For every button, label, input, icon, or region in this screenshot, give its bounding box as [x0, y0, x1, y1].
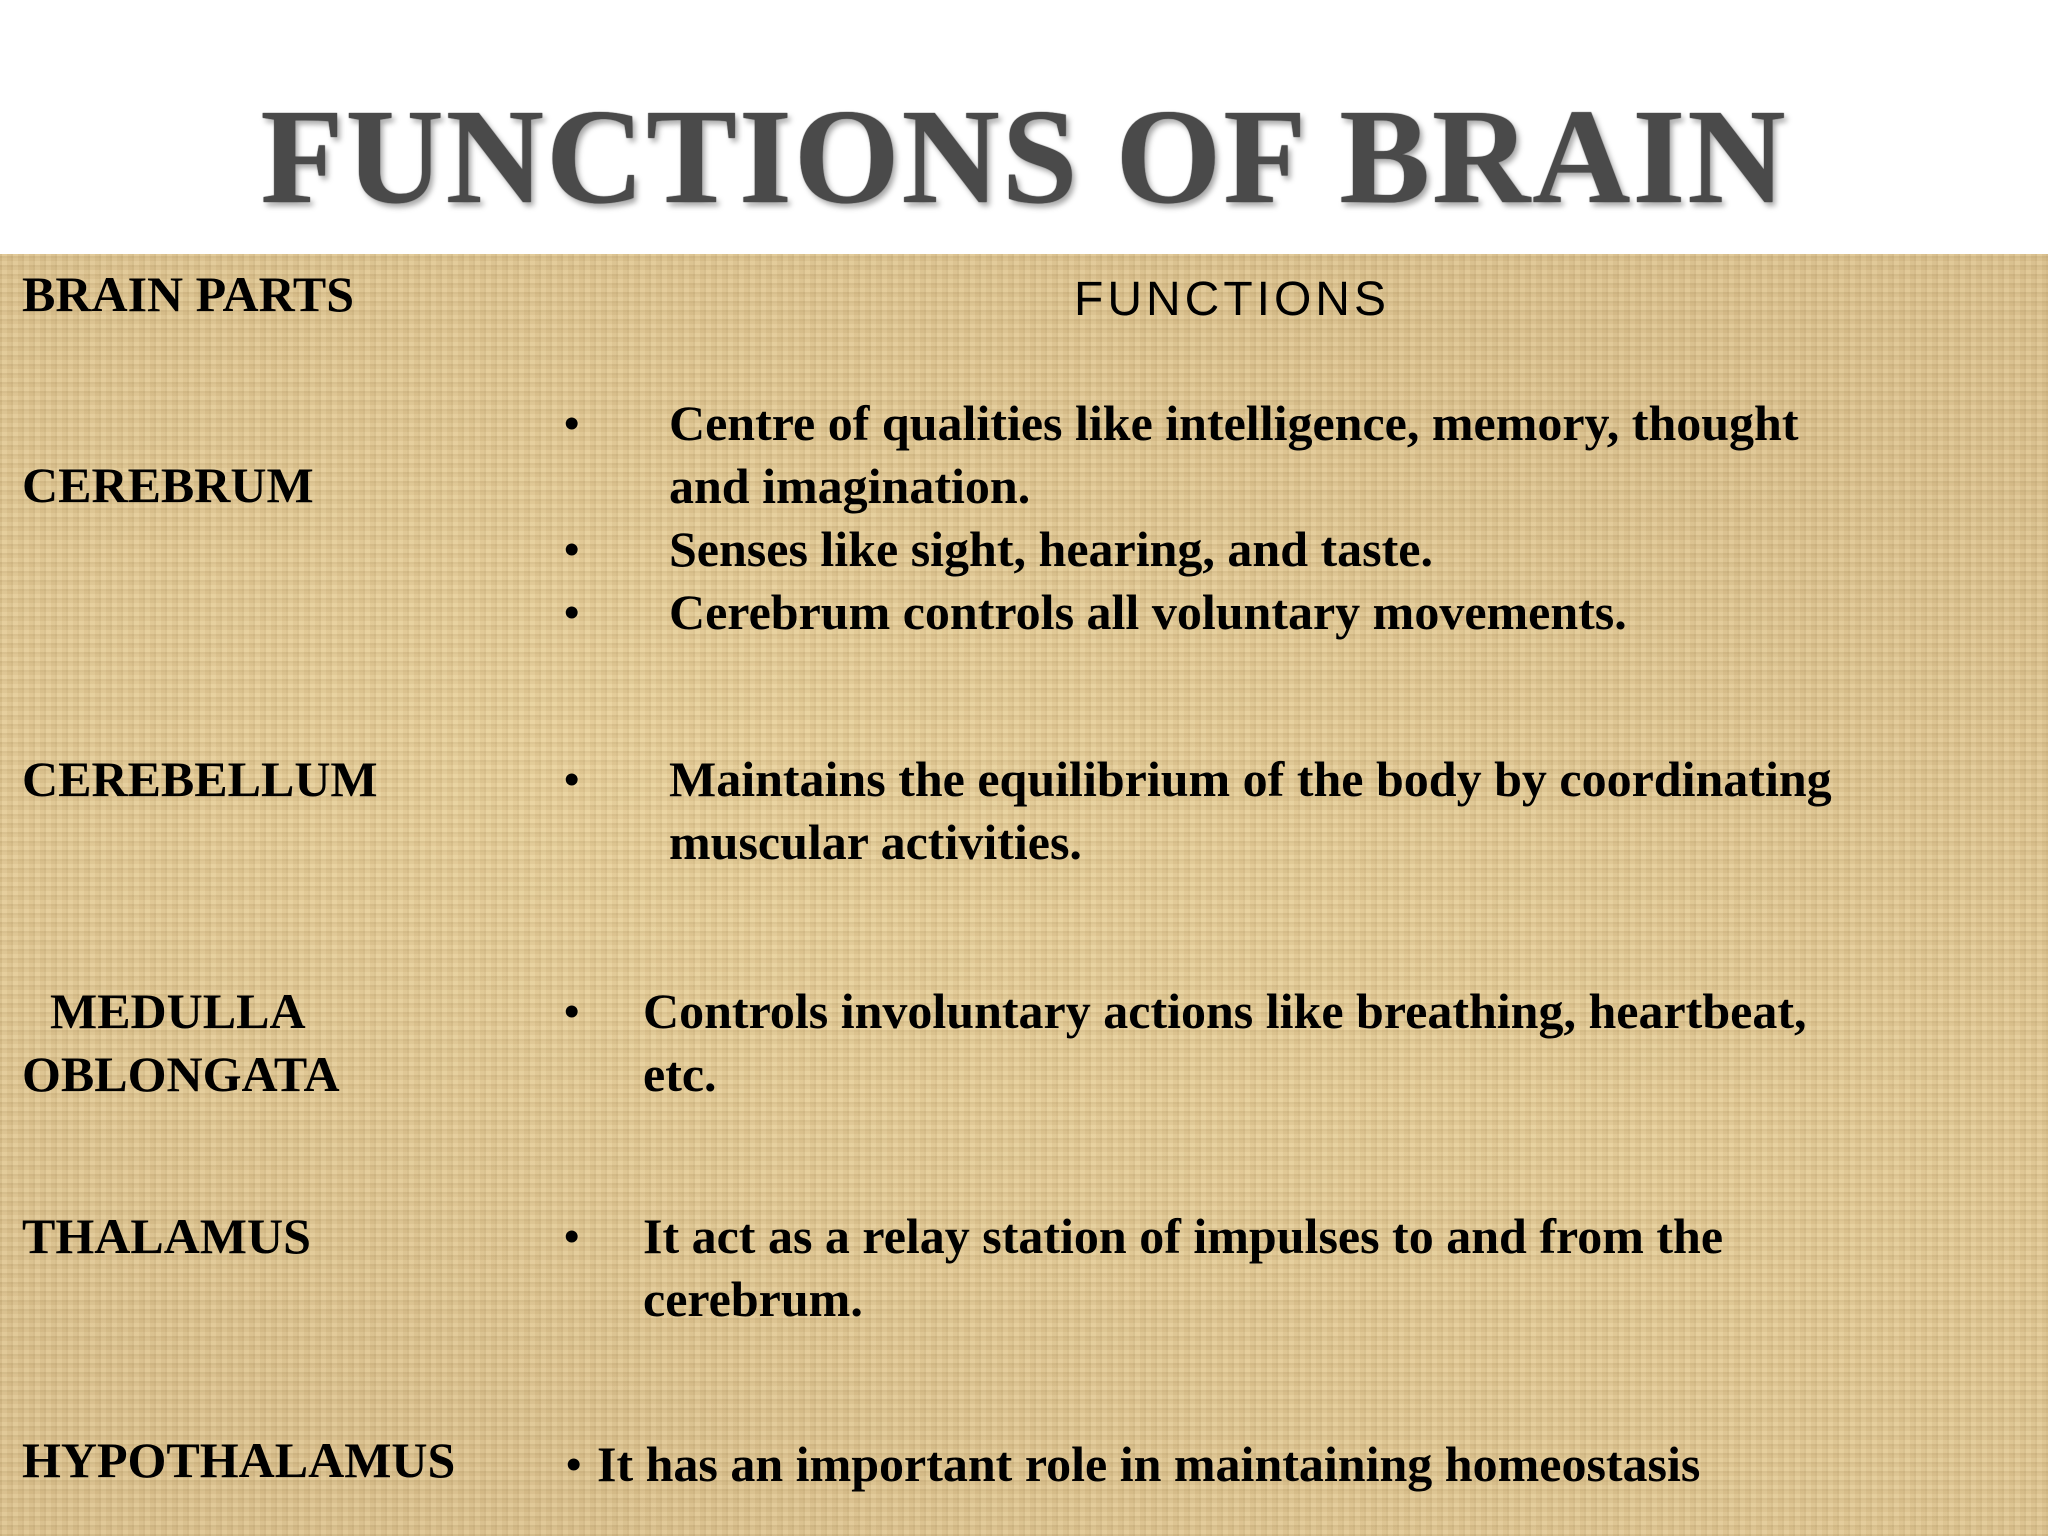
part-thalamus: THALAMUS: [22, 1208, 311, 1264]
cerebrum-function-3: Cerebrum controls all voluntary movement…: [669, 584, 1627, 640]
cerebellum-function-line-2: muscular activities.: [669, 814, 1082, 870]
part-hypothalamus: HYPOTHALAMUS: [22, 1432, 456, 1488]
cerebrum-function-2: Senses like sight, hearing, and taste.: [669, 521, 1433, 577]
thalamus-function-line-1: It act as a relay station of impulses to…: [643, 1208, 1724, 1264]
bullet-glyph: •: [564, 588, 580, 637]
bullet-glyph: •: [566, 1440, 582, 1489]
header-functions: FUNCTIONS: [1074, 273, 1390, 326]
bullet-glyph: •: [564, 525, 580, 574]
cerebrum-function-1-line-1: Centre of qualities like intelligence, m…: [669, 395, 1799, 451]
medulla-function-line-2: etc.: [643, 1046, 717, 1102]
header-brain-parts: BRAIN PARTS: [22, 266, 355, 322]
bullet-glyph: •: [564, 987, 580, 1036]
bullet-glyph: •: [564, 755, 580, 804]
bullet-glyph: •: [564, 399, 580, 448]
part-cerebrum: CEREBRUM: [22, 457, 314, 513]
medulla-function-line-1: Controls involuntary actions like breath…: [643, 983, 1807, 1039]
part-medulla-line-1: MEDULLA: [50, 983, 306, 1039]
title-band: FUNCTIONS OF BRAIN: [0, 0, 2048, 254]
hypothalamus-function: It has an important role in maintaining …: [597, 1436, 1701, 1492]
content-panel: [0, 254, 2048, 1536]
thalamus-function-line-2: cerebrum.: [643, 1271, 863, 1327]
cerebrum-function-1-line-2: and imagination.: [669, 458, 1031, 514]
part-medulla-line-2: OBLONGATA: [22, 1046, 340, 1102]
slide-title: FUNCTIONS OF BRAIN: [260, 82, 1788, 232]
bullet-glyph: •: [564, 1212, 580, 1261]
cerebellum-function-line-1: Maintains the equilibrium of the body by…: [669, 751, 1832, 807]
part-cerebellum: CEREBELLUM: [22, 751, 378, 807]
